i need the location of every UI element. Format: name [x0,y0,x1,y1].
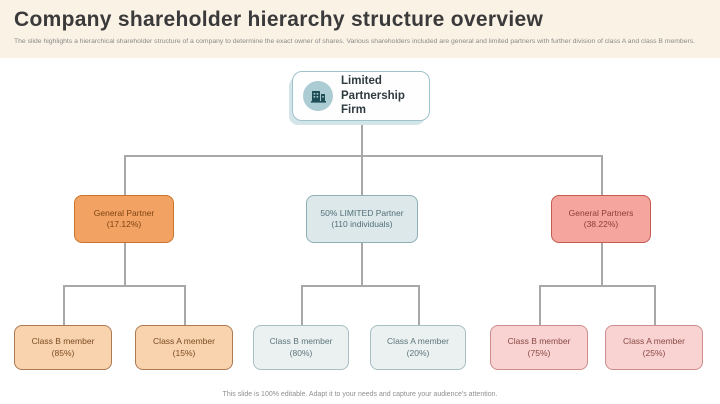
connector-branch3-drop [601,155,603,195]
page-title: Company shareholder hierarchy structure … [14,8,544,31]
node-label: Class A member [623,336,685,347]
node-percentage: (38.22%) [583,219,619,229]
connector-children1-horizontal [63,285,184,287]
node-label: Class B member [269,336,333,347]
node-label: General Partners [568,207,634,218]
node-percentage: (110 individuals) [331,219,393,229]
node-label: Class A member [153,336,215,347]
connector-root-down [361,121,363,155]
building-icon [303,81,333,111]
slide-footer-note: This slide is 100% editable. Adapt it to… [222,391,498,398]
connector-branch3-down [601,243,603,285]
connector-child1-drop [63,285,65,325]
node-general-partners: General Partners (38.22%) [551,195,651,243]
node-limited-partnership-firm: Limited Partnership Firm [292,71,430,121]
node-percentage: (75%) [527,347,551,358]
connector-branch2-down [361,243,363,285]
connector-child3-drop [301,285,303,325]
page-subtitle: The slide highlights a hierarchical shar… [14,38,696,45]
node-label: Class A member [387,336,449,347]
root-label-line2: Partnership Firm [341,89,405,117]
connector-branch1-drop [124,155,126,195]
connector-child5-drop [539,285,541,325]
node-percentage: (25%) [642,347,666,358]
root-label-line1: Limited [341,75,382,88]
root-node-label: Limited Partnership Firm [341,74,429,117]
node-class-a-member-15: Class A member (15%) [135,325,233,370]
node-general-partner: General Partner (17.12%) [74,195,174,243]
node-percentage: (15%) [172,347,196,358]
node-label: Class B member [507,336,571,347]
node-label: 50% LIMITED Partner [320,207,404,218]
node-label: General Partner [93,207,155,218]
connector-children2-horizontal [301,285,418,287]
connector-child2-drop [184,285,186,325]
node-limited-partner: 50% LIMITED Partner (110 individuals) [306,195,418,243]
slide-header: Company shareholder hierarchy structure … [0,0,720,58]
node-percentage: (20%) [406,347,430,358]
connector-branch1-down [124,243,126,285]
connector-level1-horizontal [124,155,602,157]
connector-child6-drop [654,285,656,325]
node-class-b-member-75: Class B member (75%) [490,325,588,370]
node-percentage: (17.12%) [106,219,142,229]
connector-branch2-drop [361,155,363,195]
connector-child4-drop [418,285,420,325]
node-percentage: (80%) [289,347,313,358]
node-label: Class B member [31,336,95,347]
node-class-b-member-80: Class B member (80%) [253,325,349,370]
node-class-a-member-25: Class A member (25%) [605,325,703,370]
connector-children3-horizontal [539,285,654,287]
node-class-b-member-85: Class B member (85%) [14,325,112,370]
node-percentage: (85%) [51,347,75,358]
node-class-a-member-20: Class A member (20%) [370,325,466,370]
